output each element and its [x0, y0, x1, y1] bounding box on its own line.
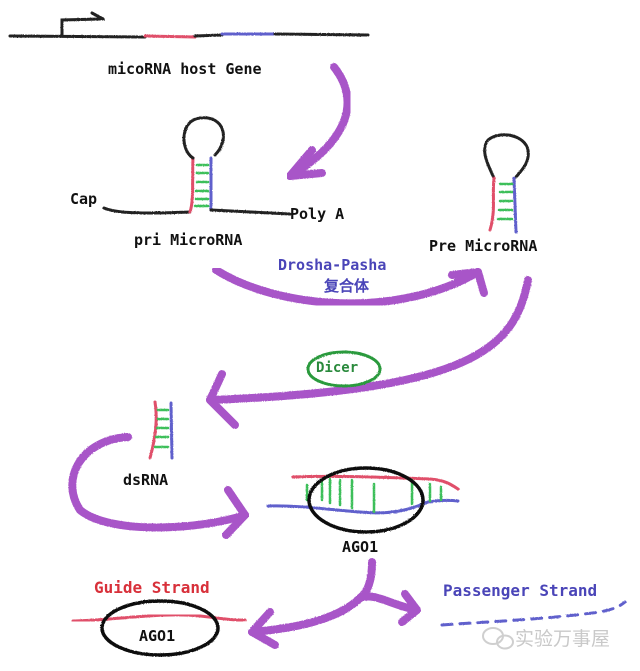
label-poly-a: Poly A	[290, 205, 345, 223]
label-host-gene: micoRNA host Gene	[108, 60, 262, 78]
passenger-strand	[440, 600, 627, 627]
arrow-dsrna-to-ago1	[68, 433, 249, 539]
ago1-complex-circle	[307, 466, 425, 534]
pre-microrna-hairpin	[483, 133, 530, 234]
ago1-duplex	[266, 474, 460, 515]
host-gene-dna	[8, 11, 370, 39]
label-passenger-strand: Passenger Strand	[443, 581, 598, 600]
dsrna-duplex	[148, 400, 174, 460]
arrow-host-to-pri	[286, 63, 352, 180]
promoter-arrow-icon	[60, 11, 105, 38]
label-pre-microrna: Pre MicroRNA	[429, 237, 538, 255]
label-cap: Cap	[70, 190, 98, 208]
label-guide-strand: Guide Strand	[94, 578, 210, 597]
ago1-guide-circle	[100, 599, 220, 657]
label-complex: 复合体	[324, 277, 370, 295]
arrow-pri-to-pre	[212, 266, 488, 308]
label-ago1-complex: AGO1	[342, 538, 379, 556]
arrow-pre-to-dsrna	[206, 276, 532, 429]
arrow-ago1-split	[248, 558, 421, 649]
guide-strand	[71, 613, 247, 623]
label-dicer: Dicer	[316, 360, 359, 376]
label-pri-microrna: pri MicroRNA	[134, 231, 243, 249]
pri-microrna-hairpin	[102, 116, 292, 216]
watermark-text: 实验万事屋	[515, 628, 611, 650]
wechat-icon	[482, 627, 514, 650]
label-ago1-guide: AGO1	[139, 627, 176, 645]
label-dsrna: dsRNA	[123, 471, 169, 489]
dicer-circle	[306, 350, 382, 388]
label-drosha-pasha: Drosha-Pasha	[278, 256, 387, 274]
